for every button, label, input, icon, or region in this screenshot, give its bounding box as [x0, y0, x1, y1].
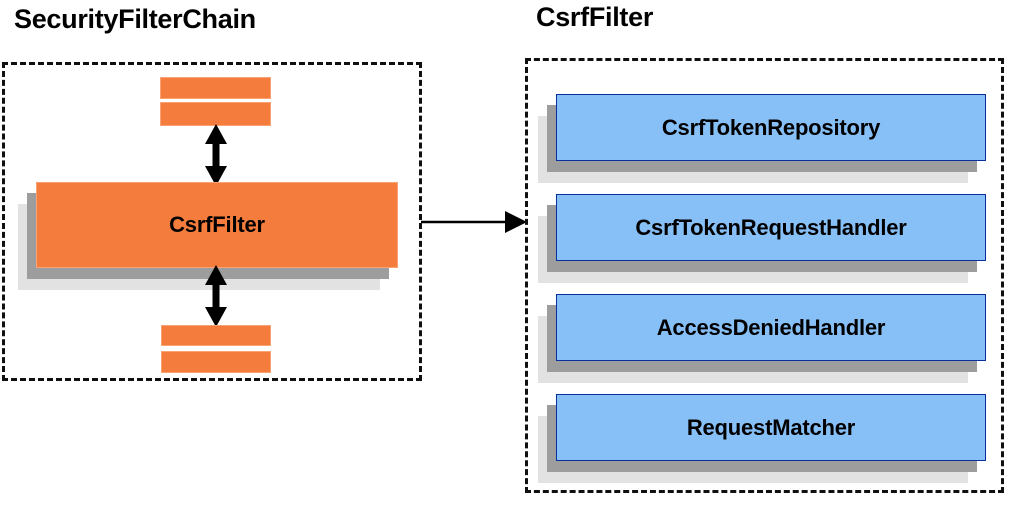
component-front: CsrfTokenRepository — [556, 94, 986, 161]
filter-bar-top-1 — [160, 77, 271, 99]
double-arrow-above-csrffilter — [205, 124, 227, 186]
csrffilter-box[interactable]: CsrfFilter — [18, 182, 398, 290]
page-title-csrf-filter: CsrfFilter — [536, 2, 654, 32]
filter-bar-bottom-2 — [161, 351, 271, 373]
filter-bar-bottom-1 — [161, 325, 271, 346]
page-title-security-filter-chain: SecurityFilterChain — [14, 4, 256, 34]
panel-csrf-filter — [525, 58, 1004, 493]
double-arrow-below-csrffilter — [205, 265, 227, 327]
component-front: AccessDeniedHandler — [556, 294, 986, 361]
component-front: CsrfTokenRequestHandler — [556, 194, 986, 261]
component-label: RequestMatcher — [686, 414, 856, 440]
panel-security-filter-chain — [2, 62, 422, 381]
component-box-csrftokenrepository[interactable]: CsrfTokenRepository — [538, 94, 986, 183]
component-label: CsrfTokenRequestHandler — [635, 214, 907, 240]
component-box-csrftokenrequesthandler[interactable]: CsrfTokenRequestHandler — [538, 194, 986, 283]
component-label: CsrfTokenRepository — [661, 114, 881, 140]
arrow-chain-to-csrffilter — [421, 211, 527, 233]
csrffilter-label: CsrfFilter — [169, 212, 265, 237]
component-label: AccessDeniedHandler — [656, 314, 886, 340]
component-box-requestmatcher[interactable]: RequestMatcher — [538, 394, 986, 483]
filter-bar-top-2 — [160, 102, 271, 126]
component-box-accessdeniedhandler[interactable]: AccessDeniedHandler — [538, 294, 986, 383]
csrffilter-front: CsrfFilter — [36, 182, 398, 268]
component-front: RequestMatcher — [556, 394, 986, 461]
